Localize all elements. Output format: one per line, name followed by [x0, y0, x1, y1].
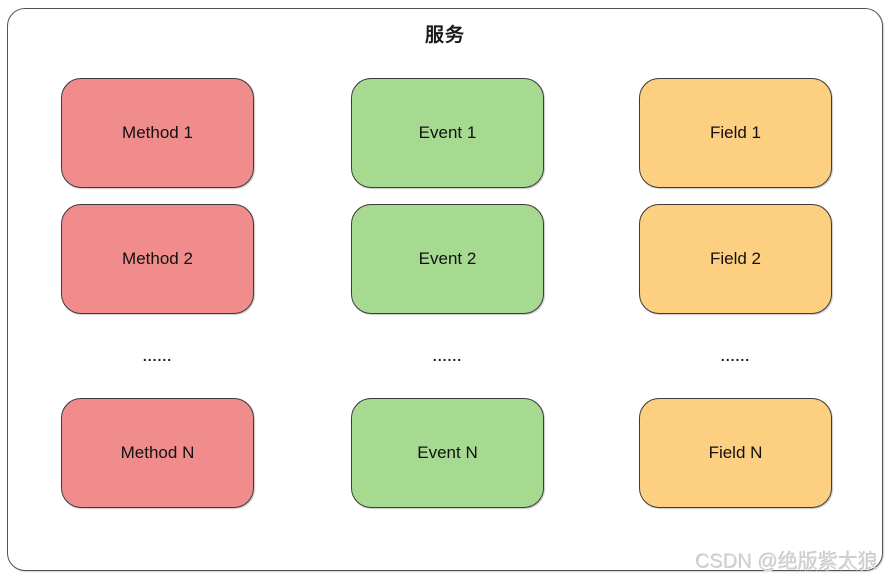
method-box-1: Method 1	[61, 78, 254, 188]
ellipsis-fields: ......	[720, 348, 751, 364]
spacer	[351, 188, 544, 204]
field-box-2: Field 2	[639, 204, 832, 314]
service-container: 服务 Method 1 Method 2 ...... Method N Eve…	[7, 8, 883, 571]
method-box-n: Method N	[61, 398, 254, 508]
spacer	[639, 188, 832, 204]
event-box-2: Event 2	[351, 204, 544, 314]
column-events: Event 1 Event 2 ...... Event N	[351, 78, 544, 508]
field-box-1: Field 1	[639, 78, 832, 188]
watermark: CSDN @绝版紫太狼	[695, 551, 878, 573]
field-box-n: Field N	[639, 398, 832, 508]
diagram-title: 服务	[424, 25, 465, 46]
event-box-1: Event 1	[351, 78, 544, 188]
spacer	[61, 188, 254, 204]
ellipsis-events: ......	[432, 348, 463, 364]
ellipsis-methods: ......	[142, 348, 173, 364]
column-methods: Method 1 Method 2 ...... Method N	[61, 78, 254, 508]
event-box-n: Event N	[351, 398, 544, 508]
column-fields: Field 1 Field 2 ...... Field N	[639, 78, 832, 508]
method-box-2: Method 2	[61, 204, 254, 314]
